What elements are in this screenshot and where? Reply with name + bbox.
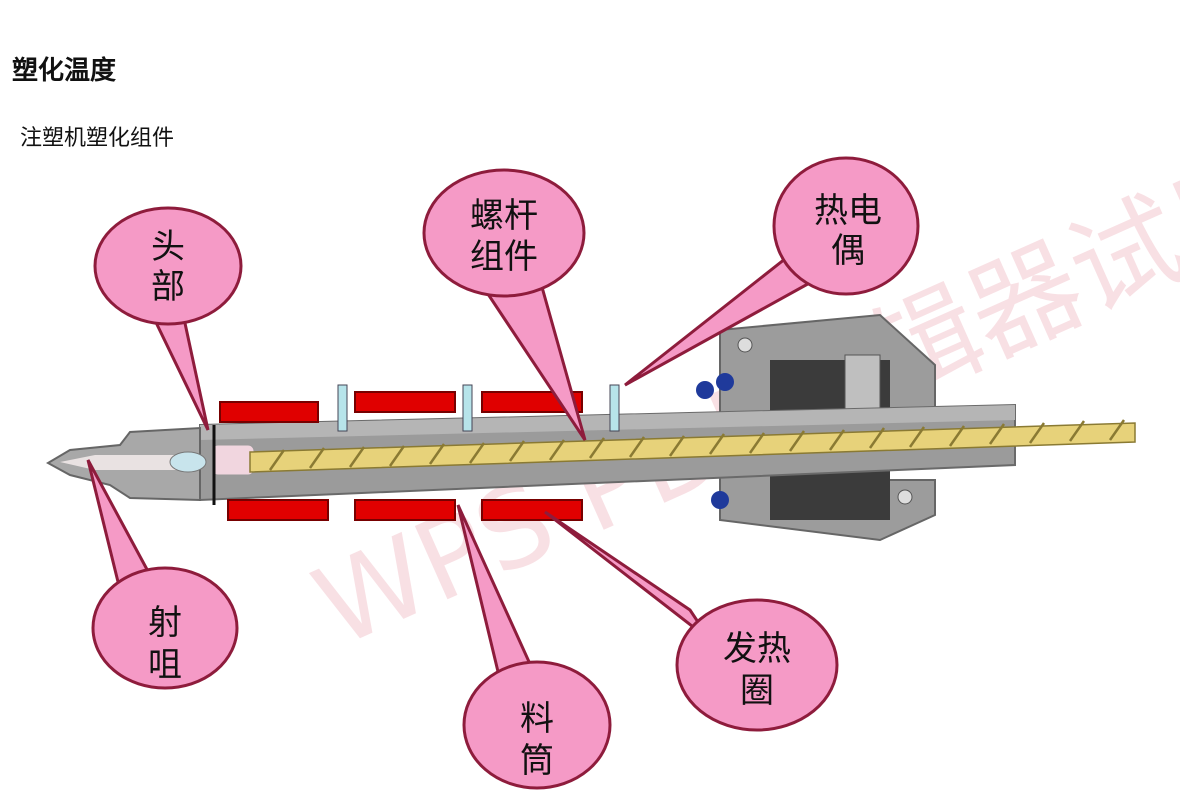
callout-nozzle: 射 咀 xyxy=(86,459,239,690)
label-nozzle-1: 射 xyxy=(148,603,182,643)
label-thermocouple-2: 偶 xyxy=(831,231,865,271)
callout-heater: 发热 圈 xyxy=(544,510,839,732)
callout-barrel: 料 筒 xyxy=(456,504,612,790)
label-screw-2: 组件 xyxy=(470,237,538,277)
nozzle-valve xyxy=(169,451,207,473)
page-title: 塑化温度 xyxy=(12,56,117,86)
nozzle-head xyxy=(45,425,255,505)
label-heater-1: 发热 xyxy=(723,629,791,669)
callout-head: 头 部 xyxy=(93,206,243,431)
label-heater-2: 圈 xyxy=(740,671,774,711)
label-nozzle-2: 咀 xyxy=(148,645,182,685)
heater-band xyxy=(354,391,456,413)
callout-screw: 螺杆 组件 xyxy=(422,168,587,441)
thermocouple-probe xyxy=(609,384,620,432)
blue-bolt xyxy=(711,491,729,509)
label-thermocouple-1: 热电 xyxy=(814,191,882,231)
thermocouple-probe xyxy=(337,384,348,432)
label-head-1: 头 xyxy=(151,227,185,267)
screw xyxy=(249,419,1136,473)
label-screw-1: 螺杆 xyxy=(470,196,538,236)
heater-band xyxy=(227,499,329,521)
page-subtitle: 注塑机塑化组件 xyxy=(20,126,175,151)
heater-band xyxy=(354,499,456,521)
blue-bolt xyxy=(716,373,734,391)
heater-band xyxy=(481,499,583,521)
callout-thermocouple: 热电 偶 xyxy=(624,156,920,387)
label-head-2: 部 xyxy=(151,267,185,307)
label-barrel-2: 筒 xyxy=(520,741,554,781)
thermocouple-probe xyxy=(462,384,473,432)
thermocouple-probes xyxy=(337,384,620,432)
heater-bands xyxy=(219,391,583,521)
heater-band xyxy=(219,401,319,423)
label-barrel-1: 料 xyxy=(520,699,554,739)
blue-bolt xyxy=(696,381,714,399)
